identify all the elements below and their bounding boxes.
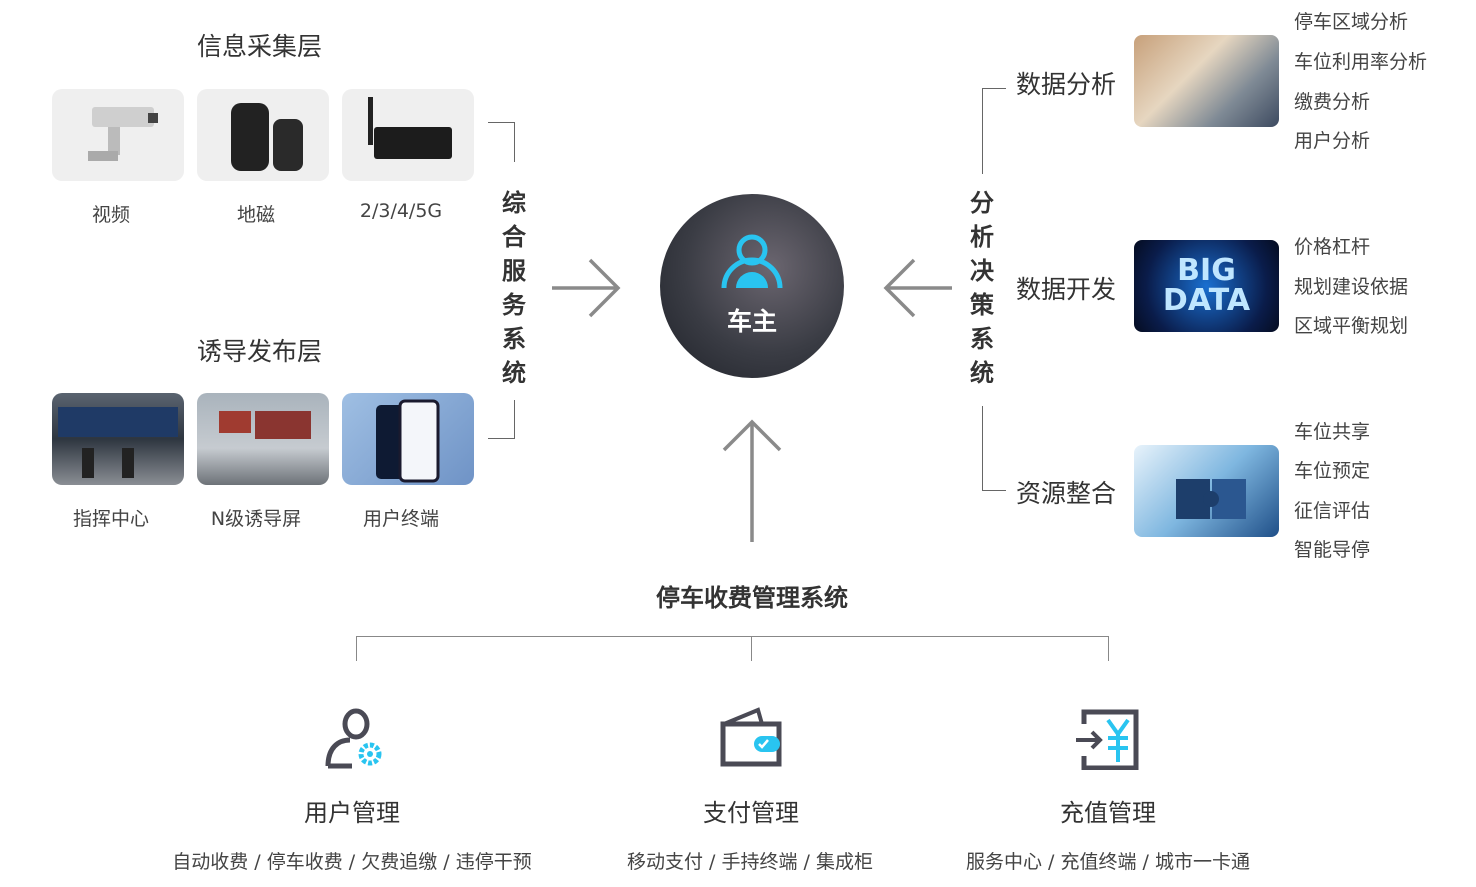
guide-screen-image [197,393,329,485]
driver-icon [721,234,783,289]
analysis-decision-system-label: 分析决策系统 [970,189,994,387]
big-data-image: BIG DATA [1134,240,1279,332]
bracket-line [982,88,1006,89]
tree-line [356,636,357,661]
guide-item-label: 指挥中心 [72,508,149,530]
module-label: 支付管理 [703,799,799,827]
guide-item-label: N级诱导屏 [210,508,302,530]
command-center-image [52,393,184,485]
big-data-text: BIG [1177,253,1236,288]
analysis-item: 缴费分析 [1294,91,1371,113]
wallet-icon [720,707,782,767]
tree-line [751,636,752,661]
bracket-line [488,438,515,439]
section-title: 数据分析 [1016,70,1117,99]
integration-item: 车位预定 [1294,460,1371,482]
collect-item-label: 地磁 [236,204,275,226]
tree-line [356,636,1109,637]
module-label: 用户管理 [304,799,400,827]
video-camera-image [52,89,184,181]
tree-line [1108,636,1109,661]
development-item: 价格杠杆 [1294,236,1371,258]
module-detail: 服务中心 / 充值终端 / 城市一卡通 [966,851,1250,873]
parking-fee-system-title: 停车收费管理系统 [656,584,848,612]
car-owner-circle: 车主 [660,194,844,378]
recharge-icon [1076,709,1139,770]
section-title: 资源整合 [1016,479,1117,508]
module-detail: 自动收费 / 停车收费 / 欠费追缴 / 违停干预 [172,851,532,873]
geomagnetic-sensor-image [197,89,329,181]
car-owner-label: 车主 [726,307,777,336]
arrow-left-icon [883,258,952,318]
bracket-line [514,400,515,439]
guide-layer-title: 诱导发布层 [197,337,323,366]
integrated-service-system-label: 综合服务系统 [502,189,526,387]
analysis-item: 用户分析 [1294,130,1371,152]
collect-item-label: 视频 [91,204,130,226]
bracket-line [982,88,983,174]
analysis-item: 车位利用率分析 [1294,51,1428,73]
integration-item: 智能导停 [1294,539,1371,561]
module-label: 充值管理 [1060,799,1156,827]
arrow-right-icon [552,258,621,318]
network-module-image [342,89,474,181]
section-title: 数据开发 [1016,275,1117,304]
data-analysis-image [1134,35,1279,127]
development-item: 规划建设依据 [1294,276,1409,298]
user-terminal-image [342,393,474,485]
analysis-item: 停车区域分析 [1294,11,1409,33]
bracket-line [982,490,1006,491]
bracket-line [514,122,515,162]
integration-item: 车位共享 [1294,421,1371,443]
collect-item-label: 2/3/4/5G [359,200,443,222]
user-settings-icon [325,708,382,769]
big-data-text: DATA [1162,283,1251,318]
module-detail: 移动支付 / 手持终端 / 集成柜 [627,851,873,873]
guide-item-label: 用户终端 [362,508,439,530]
bracket-line [982,406,983,491]
integration-item: 征信评估 [1294,500,1371,522]
bracket-line [488,122,515,123]
arrow-up-icon [722,419,782,542]
collect-layer-title: 信息采集层 [197,32,323,61]
development-item: 区域平衡规划 [1294,315,1409,337]
puzzle-image [1134,445,1279,537]
